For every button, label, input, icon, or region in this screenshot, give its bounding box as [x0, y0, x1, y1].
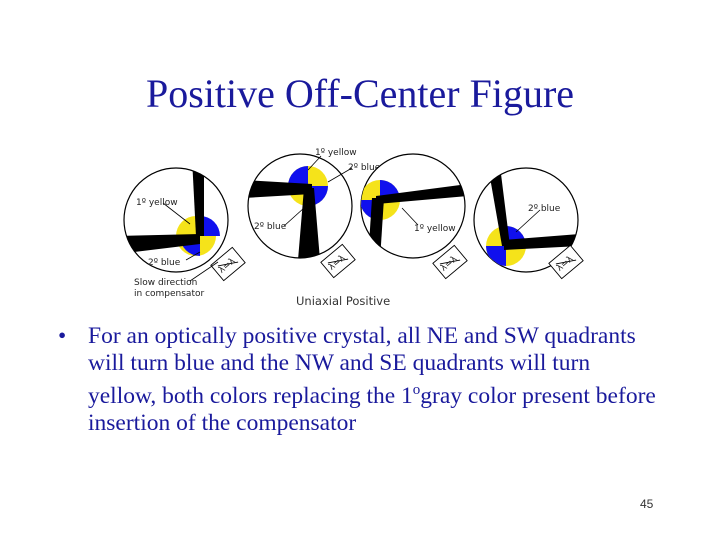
blue-area-2b	[288, 166, 308, 186]
conoscopic-view-1: 1º yellow 2º blue	[123, 167, 229, 273]
slide-title: Positive Off-Center Figure	[145, 71, 575, 116]
degree-superscript: o	[412, 382, 421, 398]
conoscopic-view-3: 1º yellow	[360, 153, 466, 259]
label-second-blue-4: 2º blue	[528, 204, 561, 214]
label-first-yellow-1: 1º yellow	[136, 198, 178, 208]
compensator-2: λ=λ	[320, 243, 356, 279]
compensator-1: λ=λ	[210, 246, 246, 282]
figure-caption: Uniaxial Positive	[296, 294, 391, 308]
label-slow-direction: Slow direction	[134, 278, 197, 288]
compensator-4: λ=λ	[548, 244, 584, 280]
isogyre-1b	[124, 234, 200, 254]
label-second-blue-2: 2º blue	[348, 163, 381, 173]
bullet-paragraph: • For an optically positive crystal, all…	[58, 323, 658, 437]
isogyre-4a	[488, 168, 510, 246]
page-number: 45	[640, 497, 654, 511]
isogyre-3a	[376, 184, 465, 204]
blue-area-4b	[486, 246, 506, 266]
label-second-blue-1: 2º blue	[148, 258, 181, 268]
label-second-blue-2b: 2º blue	[254, 222, 287, 232]
isogyre-4b	[504, 234, 578, 250]
bullet-text: For an optically positive crystal, all N…	[88, 323, 658, 437]
isogyre-2a	[248, 180, 312, 198]
conoscopic-view-2: 1º yellow 2º blue 2º blue	[247, 148, 381, 259]
bullet-text-part2: gray color present before insertion of t…	[88, 382, 656, 436]
label-first-yellow-2: 1º yellow	[315, 148, 357, 158]
isogyre-2b	[298, 188, 320, 258]
bullet-text-part1: For an optically positive crystal, all N…	[88, 323, 636, 409]
label-in-compensator: in compensator	[134, 289, 204, 299]
bullet-point: •	[58, 323, 67, 349]
conoscopic-view-4: 2º blue	[473, 167, 579, 273]
interference-figure-svg: 1º yellow 2º blue λ=λ 1º yellow 2º blue	[123, 148, 584, 299]
isogyre-1a	[192, 168, 204, 236]
interference-figure-diagram: 1º yellow 2º blue λ=λ 1º yellow 2º blue	[108, 138, 608, 313]
label-first-yellow-3: 1º yellow	[414, 224, 456, 234]
compensator-3: λ=λ	[432, 244, 468, 280]
blue-area-1	[200, 216, 220, 236]
